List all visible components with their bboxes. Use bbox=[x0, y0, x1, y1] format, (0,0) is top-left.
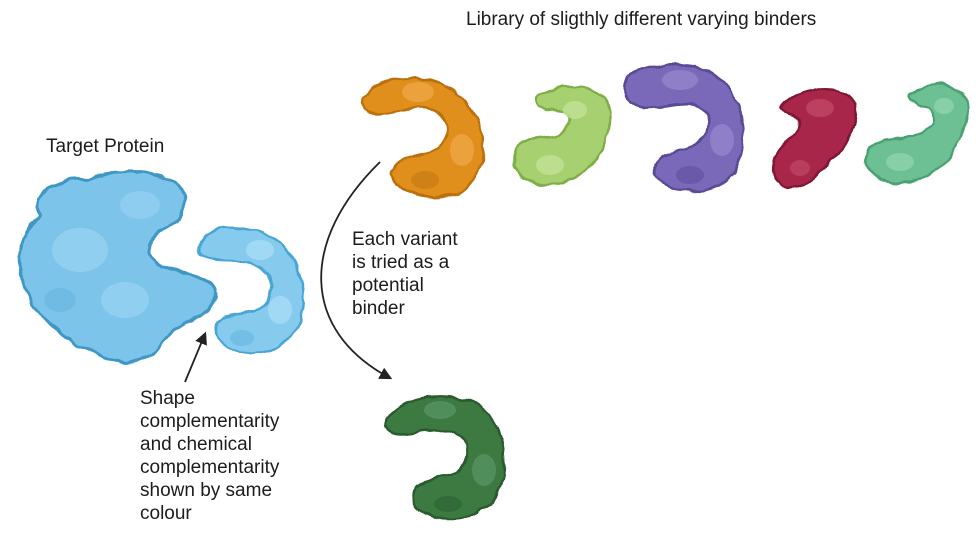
selected-binder-shape bbox=[383, 395, 506, 521]
variant-caption-line: potential bbox=[352, 275, 424, 296]
variant-caption: Each variant is tried as a potential bin… bbox=[352, 228, 458, 320]
interface-pointer-arrow bbox=[184, 331, 207, 383]
lime-binder-shape bbox=[512, 85, 612, 186]
variant-caption-line: is tried as a bbox=[352, 252, 450, 273]
orange-binder-shape bbox=[360, 76, 484, 199]
variant-caption-line: binder bbox=[352, 298, 405, 319]
variant-caption-line: Each variant bbox=[352, 229, 458, 250]
mint-binder-shape bbox=[864, 83, 969, 185]
crimson-binder-shape bbox=[773, 88, 858, 190]
target-protein-label: Target Protein bbox=[46, 136, 165, 157]
complementarity-caption-line: shown by same bbox=[140, 480, 273, 501]
complementarity-caption-line: complementarity bbox=[140, 411, 280, 432]
purple-binder-shape bbox=[624, 63, 745, 193]
complementarity-caption-line: and chemical bbox=[140, 434, 252, 455]
target-protein-shape bbox=[18, 170, 218, 364]
complementarity-caption: Shape complementarity and chemical compl… bbox=[140, 387, 279, 525]
library-title: Library of sligthly different varying bi… bbox=[466, 9, 817, 30]
complementarity-caption-line: Shape bbox=[140, 388, 195, 409]
selection-arrow bbox=[320, 161, 393, 380]
target-binder-shape bbox=[197, 226, 305, 356]
complementarity-caption-line: colour bbox=[140, 503, 192, 524]
complementarity-caption-line: complementarity bbox=[140, 457, 280, 478]
